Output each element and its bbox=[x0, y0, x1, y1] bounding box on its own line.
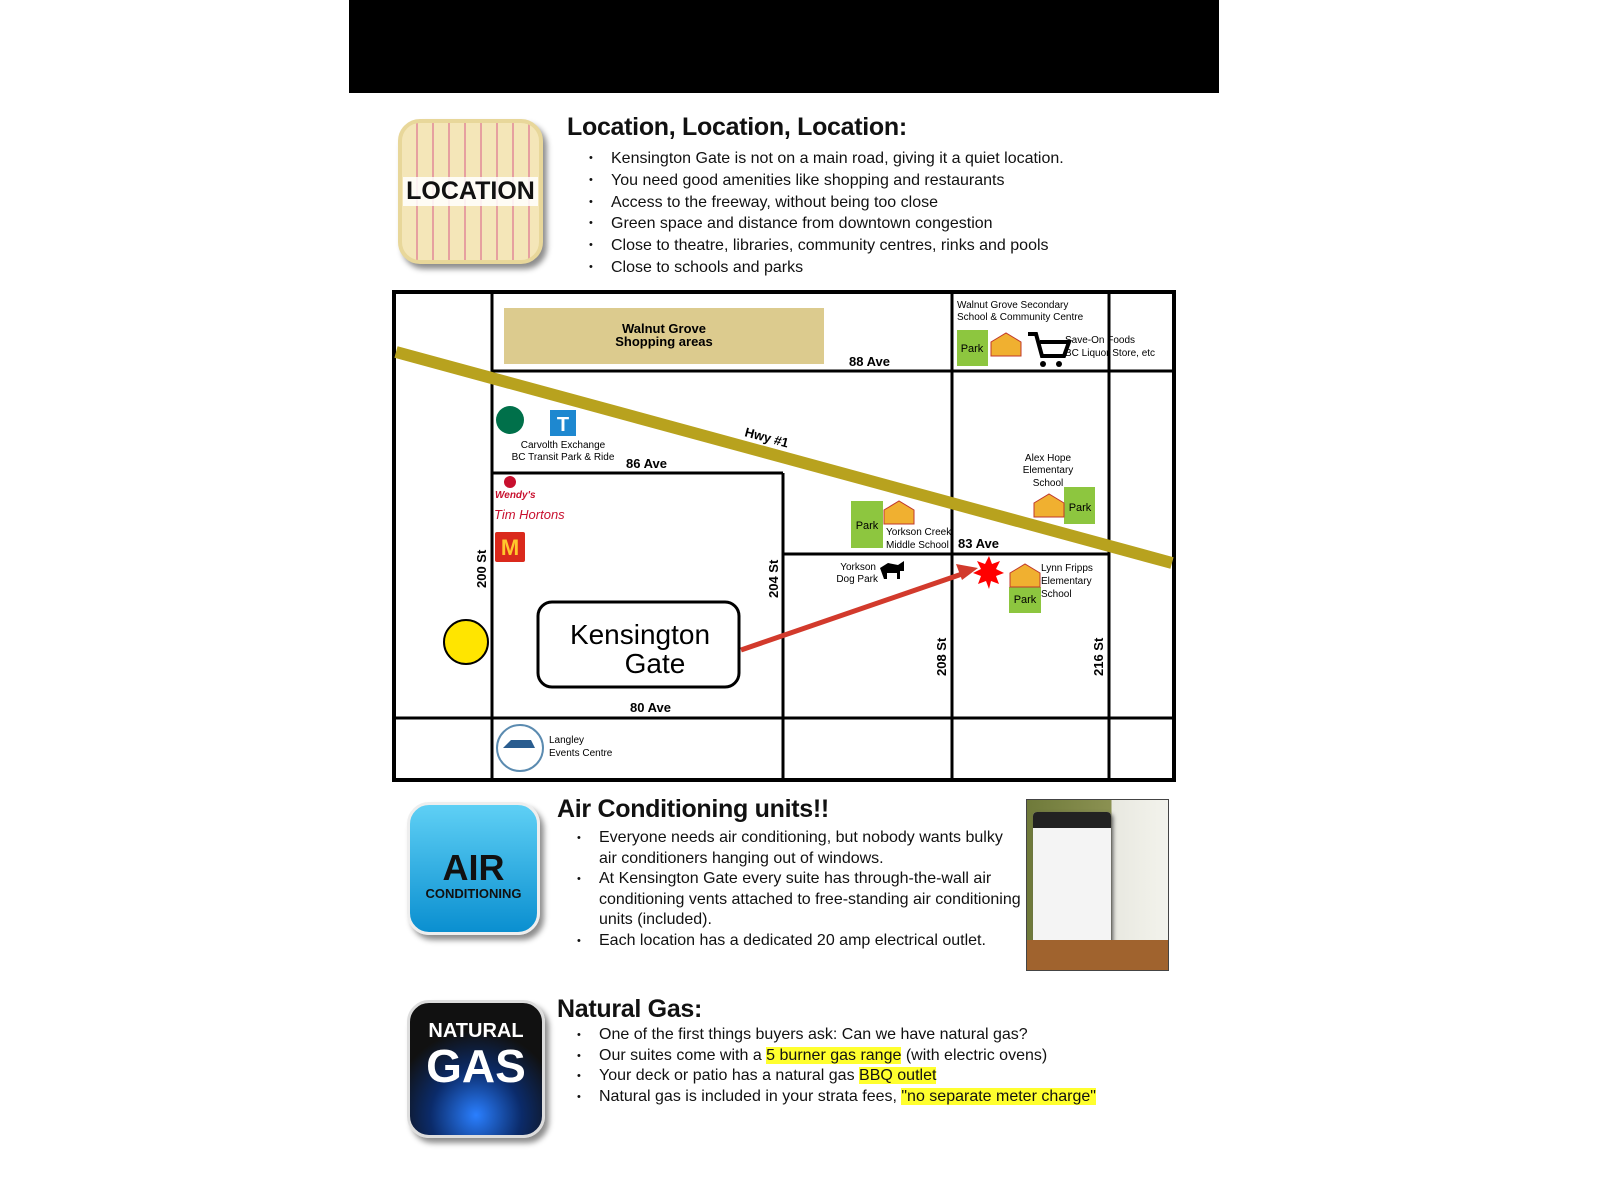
gas-icon-label: NATURAL bbox=[428, 1019, 524, 1042]
natural-gas-icon: NATURAL GAS bbox=[407, 1000, 545, 1138]
road-label: 204 St bbox=[766, 559, 781, 598]
poi-label: BC Liquor Store, etc bbox=[1065, 348, 1155, 359]
road-label: 216 St bbox=[1091, 637, 1106, 676]
park-label: Park bbox=[1014, 594, 1037, 606]
bullet-text: Our suites come with a bbox=[599, 1046, 767, 1064]
road-label: 88 Ave bbox=[849, 354, 890, 369]
poi-label: Lynn Fripps bbox=[1041, 563, 1093, 574]
poi-label: Yorkson bbox=[840, 562, 876, 573]
bullet: Natural gas is included in your strata f… bbox=[575, 1087, 1175, 1108]
ac-icon-label: CONDITIONING bbox=[425, 886, 522, 901]
transit-letter: T bbox=[557, 414, 569, 436]
poi-label: School & Community Centre bbox=[957, 312, 1084, 323]
bullet: At Kensington Gate every suite has throu… bbox=[575, 869, 1025, 931]
bullet: You need good amenities like shopping an… bbox=[587, 170, 1064, 192]
ac-icon-label: AIR bbox=[442, 847, 505, 888]
air-conditioning-icon: AIR CONDITIONING bbox=[407, 802, 540, 935]
poi-label: Langley bbox=[549, 735, 584, 746]
poi-label: School bbox=[1041, 589, 1072, 600]
highlight-text: BBQ outlet bbox=[859, 1067, 937, 1084]
bullet: Each location has a dedicated 20 amp ele… bbox=[575, 931, 1025, 952]
mcdonalds-icon bbox=[495, 532, 525, 562]
bullet: Our suites come with a 5 burner gas rang… bbox=[575, 1046, 1175, 1067]
bullet-text: Natural gas is included in your strata f… bbox=[599, 1087, 902, 1105]
poi-label: Elementary bbox=[1023, 465, 1074, 476]
poi-label: School bbox=[1033, 478, 1064, 489]
portable-ac-photo bbox=[1026, 799, 1169, 971]
poi-label: Walnut Grove Secondary bbox=[957, 300, 1068, 311]
bullet: Your deck or patio has a natural gas BBQ… bbox=[575, 1066, 1175, 1087]
park-icon bbox=[1009, 587, 1041, 613]
poi-label: Yorkson Creek bbox=[886, 527, 952, 538]
tim-hortons-label: Tim Hortons bbox=[494, 507, 565, 522]
mcdonalds-letter: M bbox=[501, 535, 519, 560]
gas-bullets: One of the first things buyers ask: Can … bbox=[575, 1025, 1175, 1107]
gas-icon-label: GAS bbox=[426, 1039, 526, 1092]
school-icon bbox=[1009, 563, 1041, 588]
bullet: Close to theatre, libraries, community c… bbox=[587, 235, 1064, 257]
shopping-label: Shopping areas bbox=[615, 334, 713, 349]
bullet: Green space and distance from downtown c… bbox=[587, 213, 1064, 235]
location-icon-label: LOCATION bbox=[403, 177, 538, 206]
bullet: Close to schools and parks bbox=[587, 257, 1064, 279]
road-label: 80 Ave bbox=[630, 700, 671, 715]
bullet-text: One of the first things buyers ask: Can … bbox=[599, 1026, 1028, 1043]
arrow-head bbox=[956, 564, 978, 580]
langley-events-shape bbox=[503, 740, 535, 748]
bullet: Everyone needs air conditioning, but nob… bbox=[575, 828, 1025, 869]
kensington-gate-logo bbox=[536, 600, 741, 689]
bullet: Access to the freeway, without being too… bbox=[587, 192, 1064, 214]
shopping-cart-icon bbox=[1028, 332, 1072, 367]
school-icon bbox=[990, 332, 1022, 357]
location-map-icon: LOCATION bbox=[398, 119, 543, 264]
starburst-icon bbox=[973, 556, 1004, 589]
bullet-text: (with electric ovens) bbox=[901, 1046, 1048, 1064]
park-icon bbox=[851, 501, 883, 548]
bullet-text: Your deck or patio has a natural gas bbox=[599, 1067, 860, 1084]
roads bbox=[394, 292, 1174, 780]
dog-icon bbox=[880, 561, 904, 579]
poi-label: Alex Hope bbox=[1025, 453, 1072, 464]
poi-label: Save-On Foods bbox=[1065, 335, 1135, 346]
ac-bullets: Everyone needs air conditioning, but nob… bbox=[575, 828, 1025, 951]
top-black-bar bbox=[349, 0, 1219, 93]
poi-label: Events Centre bbox=[549, 748, 613, 759]
school-icon bbox=[1033, 493, 1065, 518]
gas-title: Natural Gas: bbox=[557, 995, 703, 1023]
logo-text: Kensington bbox=[570, 619, 710, 650]
road-label: 208 St bbox=[934, 637, 949, 676]
poi-label: Carvolth Exchange bbox=[521, 440, 606, 451]
poi-label: Middle School bbox=[886, 540, 949, 551]
highlight-text: 5 burner gas range bbox=[766, 1046, 902, 1064]
road-label: 83 Ave bbox=[958, 536, 999, 551]
poi-label: BC Transit Park & Ride bbox=[512, 452, 615, 463]
highway-1 bbox=[394, 346, 1174, 569]
shopping-area bbox=[504, 308, 824, 364]
park-label: Park bbox=[856, 520, 879, 532]
park-icon bbox=[957, 330, 988, 366]
park-label: Park bbox=[1069, 502, 1092, 514]
school-icon bbox=[883, 500, 915, 525]
wendys-label: Wendy's bbox=[495, 490, 536, 501]
park-label: Park bbox=[961, 343, 984, 355]
transit-icon bbox=[550, 410, 576, 436]
direction-arrow bbox=[740, 571, 963, 653]
starbucks-icon bbox=[496, 406, 524, 434]
logo-text: Gate bbox=[625, 648, 686, 679]
road-label: 86 Ave bbox=[626, 456, 667, 471]
road-label: 200 St bbox=[474, 549, 489, 588]
location-title: Location, Location, Location: bbox=[567, 113, 907, 141]
poi-label: Dog Park bbox=[836, 574, 879, 585]
golds-gym-icon bbox=[443, 619, 489, 665]
bullet: Kensington Gate is not on a main road, g… bbox=[587, 148, 1064, 170]
highlight-text: "no separate meter charge" bbox=[901, 1087, 1096, 1105]
location-bullets: Kensington Gate is not on a main road, g… bbox=[587, 148, 1064, 279]
ac-title: Air Conditioning units!! bbox=[557, 795, 829, 823]
poi-label: Elementary bbox=[1041, 576, 1092, 587]
bullet: One of the first things buyers ask: Can … bbox=[575, 1025, 1175, 1046]
park-icon bbox=[1064, 487, 1095, 524]
wendys-icon bbox=[504, 476, 516, 488]
shopping-label: Walnut Grove bbox=[622, 321, 706, 336]
